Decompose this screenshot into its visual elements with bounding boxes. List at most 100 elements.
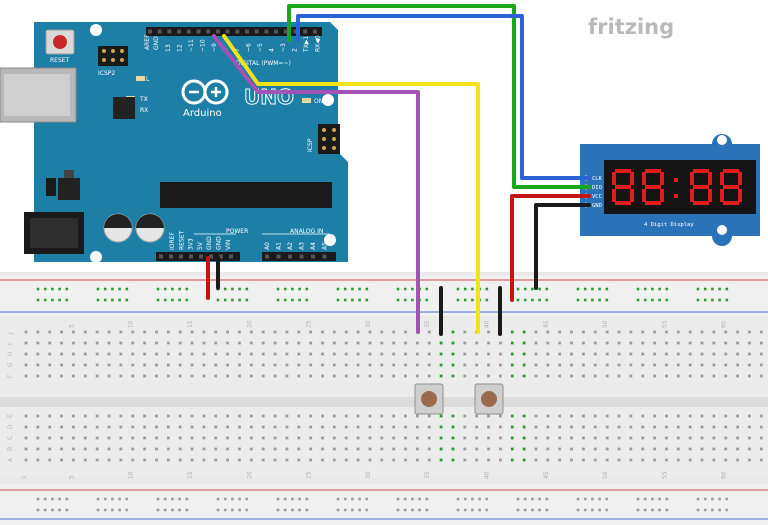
rail-hole[interactable] — [605, 287, 609, 291]
breadboard-hole[interactable] — [759, 414, 763, 418]
rail-hole[interactable] — [576, 508, 580, 512]
breadboard-hole[interactable] — [202, 425, 206, 429]
rail-hole[interactable] — [305, 497, 309, 501]
breadboard-hole[interactable] — [72, 436, 75, 440]
rail-hole[interactable] — [456, 508, 460, 512]
breadboard-hole[interactable] — [653, 414, 656, 418]
breadboard-hole[interactable] — [178, 447, 182, 451]
breadboard-hole[interactable] — [546, 341, 550, 345]
rail-hole[interactable] — [43, 287, 47, 291]
rail-hole[interactable] — [51, 508, 54, 512]
breadboard-hole[interactable] — [582, 330, 585, 334]
rail-hole[interactable] — [725, 298, 729, 302]
rail-hole[interactable] — [696, 497, 700, 501]
rail-hole[interactable] — [351, 298, 354, 302]
breadboard-hole[interactable] — [712, 330, 716, 334]
breadboard-hole[interactable] — [202, 458, 206, 462]
breadboard-hole[interactable] — [724, 425, 728, 429]
breadboard-hole[interactable] — [238, 363, 241, 367]
breadboard-hole[interactable] — [392, 363, 396, 367]
rail-hole[interactable] — [516, 497, 520, 501]
breadboard-hole[interactable] — [748, 330, 751, 334]
breadboard-hole[interactable] — [309, 436, 313, 440]
breadboard-hole[interactable] — [700, 330, 704, 334]
breadboard-hole[interactable] — [107, 330, 111, 334]
breadboard-hole[interactable] — [570, 363, 573, 367]
breadboard-hole[interactable] — [558, 341, 562, 345]
breadboard-hole[interactable] — [439, 458, 443, 462]
rail-hole[interactable] — [96, 287, 100, 291]
breadboard-hole[interactable] — [60, 330, 63, 334]
rail-hole[interactable] — [336, 497, 340, 501]
rail-hole[interactable] — [343, 298, 347, 302]
breadboard-hole[interactable] — [451, 330, 455, 334]
breadboard-hole[interactable] — [582, 436, 585, 440]
breadboard-hole[interactable] — [392, 425, 396, 429]
breadboard-hole[interactable] — [285, 458, 289, 462]
rail-hole[interactable] — [456, 497, 460, 501]
rail-hole[interactable] — [725, 508, 729, 512]
breadboard-hole[interactable] — [190, 341, 194, 345]
rail-hole[interactable] — [231, 497, 234, 501]
breadboard-hole[interactable] — [724, 352, 728, 356]
breadboard-hole[interactable] — [499, 341, 502, 345]
breadboard-hole[interactable] — [285, 363, 289, 367]
breadboard-hole[interactable] — [356, 363, 360, 367]
breadboard-hole[interactable] — [321, 363, 324, 367]
breadboard-hole[interactable] — [368, 341, 372, 345]
breadboard-hole[interactable] — [48, 425, 52, 429]
breadboard-hole[interactable] — [202, 363, 206, 367]
breadboard-hole[interactable] — [83, 363, 87, 367]
breadboard-hole[interactable] — [404, 458, 407, 462]
breadboard-hole[interactable] — [617, 352, 621, 356]
rail-hole[interactable] — [58, 497, 61, 501]
breadboard-hole[interactable] — [641, 447, 645, 451]
rail-hole[interactable] — [696, 298, 700, 302]
rail-hole[interactable] — [238, 497, 241, 501]
breadboard-hole[interactable] — [297, 414, 301, 418]
breadboard-hole[interactable] — [736, 436, 739, 440]
breadboard-hole[interactable] — [392, 352, 396, 356]
breadboard-hole[interactable] — [380, 341, 384, 345]
rail-hole[interactable] — [223, 508, 227, 512]
breadboard-hole[interactable] — [748, 341, 751, 345]
breadboard-hole[interactable] — [249, 341, 253, 345]
breadboard-hole[interactable] — [439, 352, 443, 356]
breadboard-hole[interactable] — [321, 341, 324, 345]
header-pin[interactable] — [196, 29, 201, 34]
rail-hole[interactable] — [111, 508, 114, 512]
breadboard-hole[interactable] — [736, 330, 739, 334]
breadboard-hole[interactable] — [748, 374, 751, 378]
breadboard-hole[interactable] — [155, 458, 158, 462]
breadboard-hole[interactable] — [166, 447, 170, 451]
push-button-2[interactable] — [474, 383, 504, 415]
breadboard-hole[interactable] — [202, 374, 206, 378]
breadboard-hole[interactable] — [676, 341, 680, 345]
breadboard-hole[interactable] — [273, 352, 277, 356]
breadboard-hole[interactable] — [119, 458, 123, 462]
breadboard-hole[interactable] — [404, 436, 407, 440]
breadboard-hole[interactable] — [190, 374, 194, 378]
rail-hole[interactable] — [643, 298, 647, 302]
breadboard-hole[interactable] — [143, 352, 146, 356]
breadboard-hole[interactable] — [427, 414, 431, 418]
rail-hole[interactable] — [178, 298, 181, 302]
rail-hole[interactable] — [343, 497, 347, 501]
breadboard-hole[interactable] — [499, 458, 502, 462]
breadboard-hole[interactable] — [653, 352, 656, 356]
breadboard-hole[interactable] — [261, 436, 265, 440]
header-pin[interactable] — [159, 254, 163, 259]
breadboard-hole[interactable] — [332, 414, 336, 418]
breadboard-hole[interactable] — [48, 436, 52, 440]
breadboard-hole[interactable] — [332, 330, 336, 334]
rail-hole[interactable] — [343, 508, 347, 512]
rail-hole[interactable] — [576, 287, 580, 291]
breadboard-hole[interactable] — [617, 414, 621, 418]
header-pin[interactable] — [254, 29, 259, 34]
header-pin[interactable] — [169, 254, 173, 259]
breadboard-hole[interactable] — [546, 374, 550, 378]
rail-hole[interactable] — [425, 287, 429, 291]
rail-hole[interactable] — [156, 508, 160, 512]
breadboard-hole[interactable] — [332, 352, 336, 356]
breadboard-hole[interactable] — [665, 341, 668, 345]
